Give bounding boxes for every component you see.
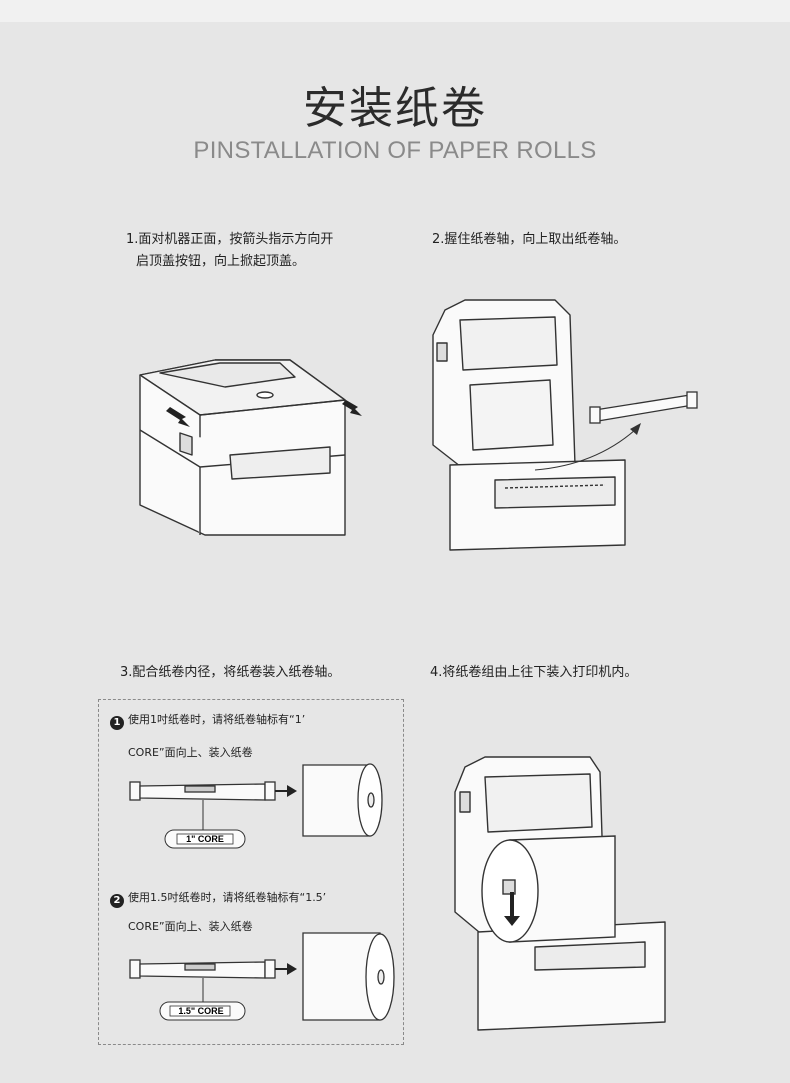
step-2-text: 2.握住纸卷轴，向上取出纸卷轴。 bbox=[432, 232, 627, 247]
arrow-icon bbox=[630, 423, 641, 435]
step-3-text: 3.配合纸卷内径，将纸卷装入纸卷轴。 bbox=[120, 665, 341, 680]
option-2-text: 使用1.5吋纸卷时，请将纸卷轴标有“1.5’ bbox=[128, 891, 327, 904]
page-subtitle: PINSTALLATION OF PAPER ROLLS bbox=[193, 137, 597, 164]
page-title: 安装纸卷 bbox=[303, 83, 487, 134]
printer-roll-load-illustration bbox=[454, 756, 666, 1031]
number-badge: 1 bbox=[110, 716, 124, 730]
core-tag-1: 1" CORE bbox=[186, 834, 224, 844]
option-2-line-1: 2 使用1.5吋纸卷时，请将纸卷轴标有“1.5’ bbox=[110, 889, 326, 908]
top-bar bbox=[0, 0, 790, 22]
paper-roll-icon bbox=[481, 835, 616, 943]
option-1-text: 使用1吋纸卷时，请将纸卷轴标有“1’ bbox=[128, 713, 306, 726]
spindle-icon bbox=[589, 391, 698, 424]
step-4-text: 4.将纸卷组由上往下装入打印机内。 bbox=[430, 665, 638, 680]
arrow-down-icon bbox=[504, 892, 520, 926]
step-1-text: 1.面对机器正面，按箭头指示方向开 启顶盖按钮，向上掀起顶盖。 bbox=[126, 229, 386, 273]
option-1-line-2: CORE”面向上、装入纸卷 bbox=[128, 746, 253, 759]
arrow-icon bbox=[275, 963, 297, 975]
core-tag-2: 1.5" CORE bbox=[178, 1006, 223, 1016]
core-options-box bbox=[98, 699, 404, 1045]
step-1-line-2: 启顶盖按钮，向上掀起顶盖。 bbox=[136, 254, 306, 269]
arrow-icon bbox=[275, 785, 297, 797]
printer-open-illustration bbox=[432, 299, 698, 551]
spindle-1-inch-illustration: 1" CORE bbox=[129, 763, 383, 849]
option-1-line-1: 1 使用1吋纸卷时，请将纸卷轴标有“1’ bbox=[110, 711, 305, 730]
spindle-1-5-inch-illustration: 1.5" CORE bbox=[129, 932, 395, 1021]
option-2-line-2: CORE”面向上、装入纸卷 bbox=[128, 920, 253, 933]
arrow-icon bbox=[166, 400, 362, 427]
number-badge: 2 bbox=[110, 894, 124, 908]
step-1-line-1: 1.面对机器正面，按箭头指示方向开 bbox=[126, 232, 334, 247]
printer-closed-illustration bbox=[139, 359, 362, 536]
